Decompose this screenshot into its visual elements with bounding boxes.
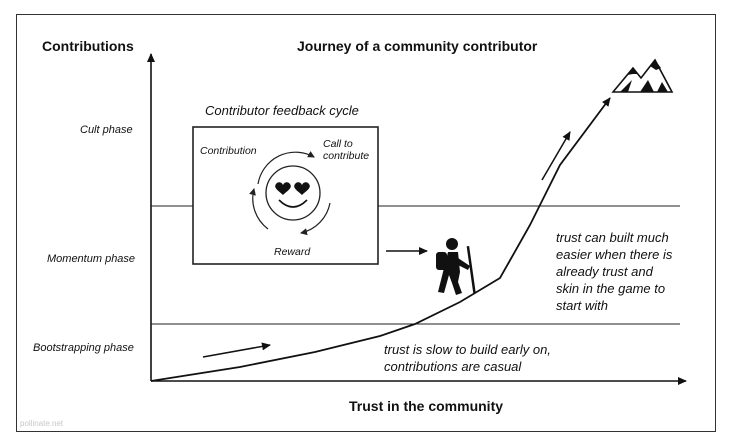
journey-curve [150, 97, 611, 382]
diagram-title: Journey of a community contributor [297, 38, 538, 54]
mountain-icon [611, 58, 674, 93]
cycle-label-call-to-contribute: Call to contribute [323, 138, 370, 162]
phase-label-momentum: Momentum phase [47, 253, 136, 265]
cycle-label-reward: Reward [274, 246, 311, 258]
smiley-heart-eyes-icon [265, 165, 321, 221]
x-axis-label: Trust in the community [349, 398, 504, 414]
y-axis-label: Contributions [42, 38, 134, 54]
note-later-trust: trust can built much easier when there i… [556, 230, 673, 313]
hiker-icon [436, 238, 476, 295]
phase-label-bootstrapping: Bootstrapping phase [33, 342, 134, 354]
phase-label-cult: Cult phase [80, 124, 133, 136]
watermark: pollinate.net [20, 419, 64, 428]
diagram-frame [16, 14, 716, 432]
feedback-cycle-title: Contributor feedback cycle [205, 103, 359, 118]
momentum-trend-arrow [541, 131, 571, 181]
early-trend-arrow [202, 342, 271, 358]
cycle-label-contribution: Contribution [200, 145, 257, 157]
note-early-trust: trust is slow to build early on, contrib… [384, 342, 551, 374]
cycle-arrows-icon [249, 151, 331, 236]
